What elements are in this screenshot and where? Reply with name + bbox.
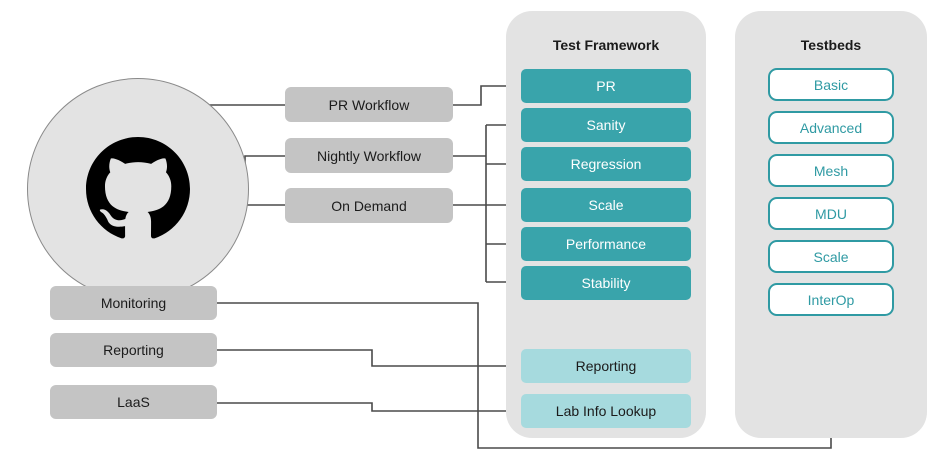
- github-logo-icon: [86, 137, 190, 239]
- suite-sanity[interactable]: Sanity: [521, 108, 691, 142]
- testbed-interop[interactable]: InterOp: [768, 283, 894, 316]
- module-reporting[interactable]: Reporting: [521, 349, 691, 383]
- testbed-label: Advanced: [799, 119, 863, 136]
- testbed-advanced[interactable]: Advanced: [768, 111, 894, 144]
- suite-scale[interactable]: Scale: [521, 188, 691, 222]
- testbed-label: MDU: [815, 205, 847, 222]
- testbeds-title: Testbeds: [800, 37, 862, 53]
- service-monitoring[interactable]: Monitoring: [50, 286, 217, 320]
- testbed-basic[interactable]: Basic: [768, 68, 894, 101]
- testbed-scale[interactable]: Scale: [768, 240, 894, 273]
- module-label: Lab Info Lookup: [555, 403, 657, 419]
- github-source-node[interactable]: [27, 78, 249, 300]
- trigger-label: On Demand: [331, 197, 407, 214]
- suite-label: PR: [596, 78, 616, 94]
- suite-pr[interactable]: PR: [521, 69, 691, 103]
- trigger-pr-workflow[interactable]: PR Workflow: [285, 87, 453, 122]
- testbed-mdu[interactable]: MDU: [768, 197, 894, 230]
- service-label: LaaS: [117, 394, 150, 410]
- suite-label: Regression: [570, 156, 642, 172]
- service-label: Reporting: [103, 342, 164, 358]
- service-reporting[interactable]: Reporting: [50, 333, 217, 367]
- trigger-label: PR Workflow: [328, 96, 410, 113]
- suite-label: Performance: [565, 236, 647, 252]
- suite-performance[interactable]: Performance: [521, 227, 691, 261]
- testbed-label: Basic: [813, 76, 849, 93]
- trigger-on-demand[interactable]: On Demand: [285, 188, 453, 223]
- suite-stability[interactable]: Stability: [521, 266, 691, 300]
- service-label: Monitoring: [100, 295, 167, 311]
- module-lab-info-lookup[interactable]: Lab Info Lookup: [521, 394, 691, 428]
- testbed-mesh[interactable]: Mesh: [768, 154, 894, 187]
- suite-label: Scale: [588, 197, 624, 213]
- trigger-label: Nightly Workflow: [317, 147, 421, 164]
- suite-regression[interactable]: Regression: [521, 147, 691, 181]
- module-label: Reporting: [575, 358, 637, 374]
- test-framework-title: Test Framework: [552, 37, 660, 53]
- testbed-label: InterOp: [807, 291, 855, 308]
- service-laas[interactable]: LaaS: [50, 385, 217, 419]
- testbed-label: Mesh: [813, 162, 849, 179]
- trigger-nightly-workflow[interactable]: Nightly Workflow: [285, 138, 453, 173]
- suite-label: Stability: [581, 275, 631, 291]
- testbed-label: Scale: [813, 248, 849, 265]
- suite-label: Sanity: [586, 117, 626, 133]
